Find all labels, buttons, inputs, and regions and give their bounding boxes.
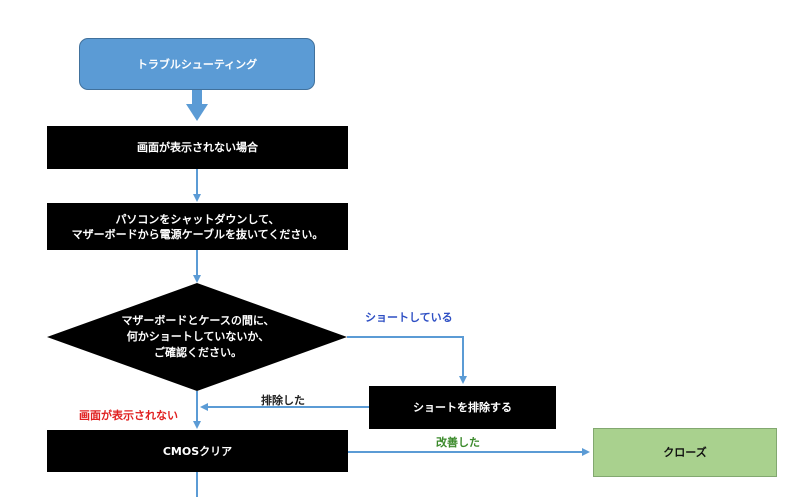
- step-screen-not-shown: 画面が表示されない場合: [47, 126, 348, 169]
- step2-line1: パソコンをシャットダウンして、: [115, 212, 280, 226]
- edge-label-removed: 排除した: [261, 394, 305, 407]
- step2-line2: マザーボードから電源ケーブルを抜いてください。: [71, 227, 324, 241]
- step-remove-short: ショートを排除する: [369, 386, 556, 429]
- edge-label-not-shown: 画面が表示されない: [79, 409, 178, 422]
- start-node: トラブルシューティング: [79, 38, 315, 90]
- edge-label-shorted: ショートしている: [365, 311, 453, 324]
- step1-label: 画面が表示されない場合: [137, 141, 258, 154]
- decision-diamond: [47, 283, 347, 391]
- decision-line1: マザーボードとケースの間に、: [121, 314, 275, 327]
- decision-line2: 何かショートしていないか、: [126, 330, 270, 343]
- step-cmos-clear: CMOSクリア: [47, 430, 348, 472]
- start-label: トラブルシューティング: [136, 57, 258, 71]
- edge-label-improved: 改善した: [436, 436, 480, 449]
- arrow-start-to-step1: [186, 90, 208, 121]
- cmos-label: CMOSクリア: [162, 444, 233, 458]
- decision-line3: ご確認ください。: [154, 346, 242, 359]
- fix-short-label: ショートを排除する: [413, 401, 512, 414]
- end-close-node: クローズ: [593, 428, 777, 477]
- step-shutdown-unplug: パソコンをシャットダウンして、 マザーボードから電源ケーブルを抜いてください。: [47, 203, 348, 250]
- close-label: クローズ: [663, 446, 707, 459]
- decision-text: マザーボードとケースの間に、 何かショートしていないか、 ご確認ください。: [100, 308, 296, 366]
- arrow-decision-to-fix-short: [347, 336, 467, 384]
